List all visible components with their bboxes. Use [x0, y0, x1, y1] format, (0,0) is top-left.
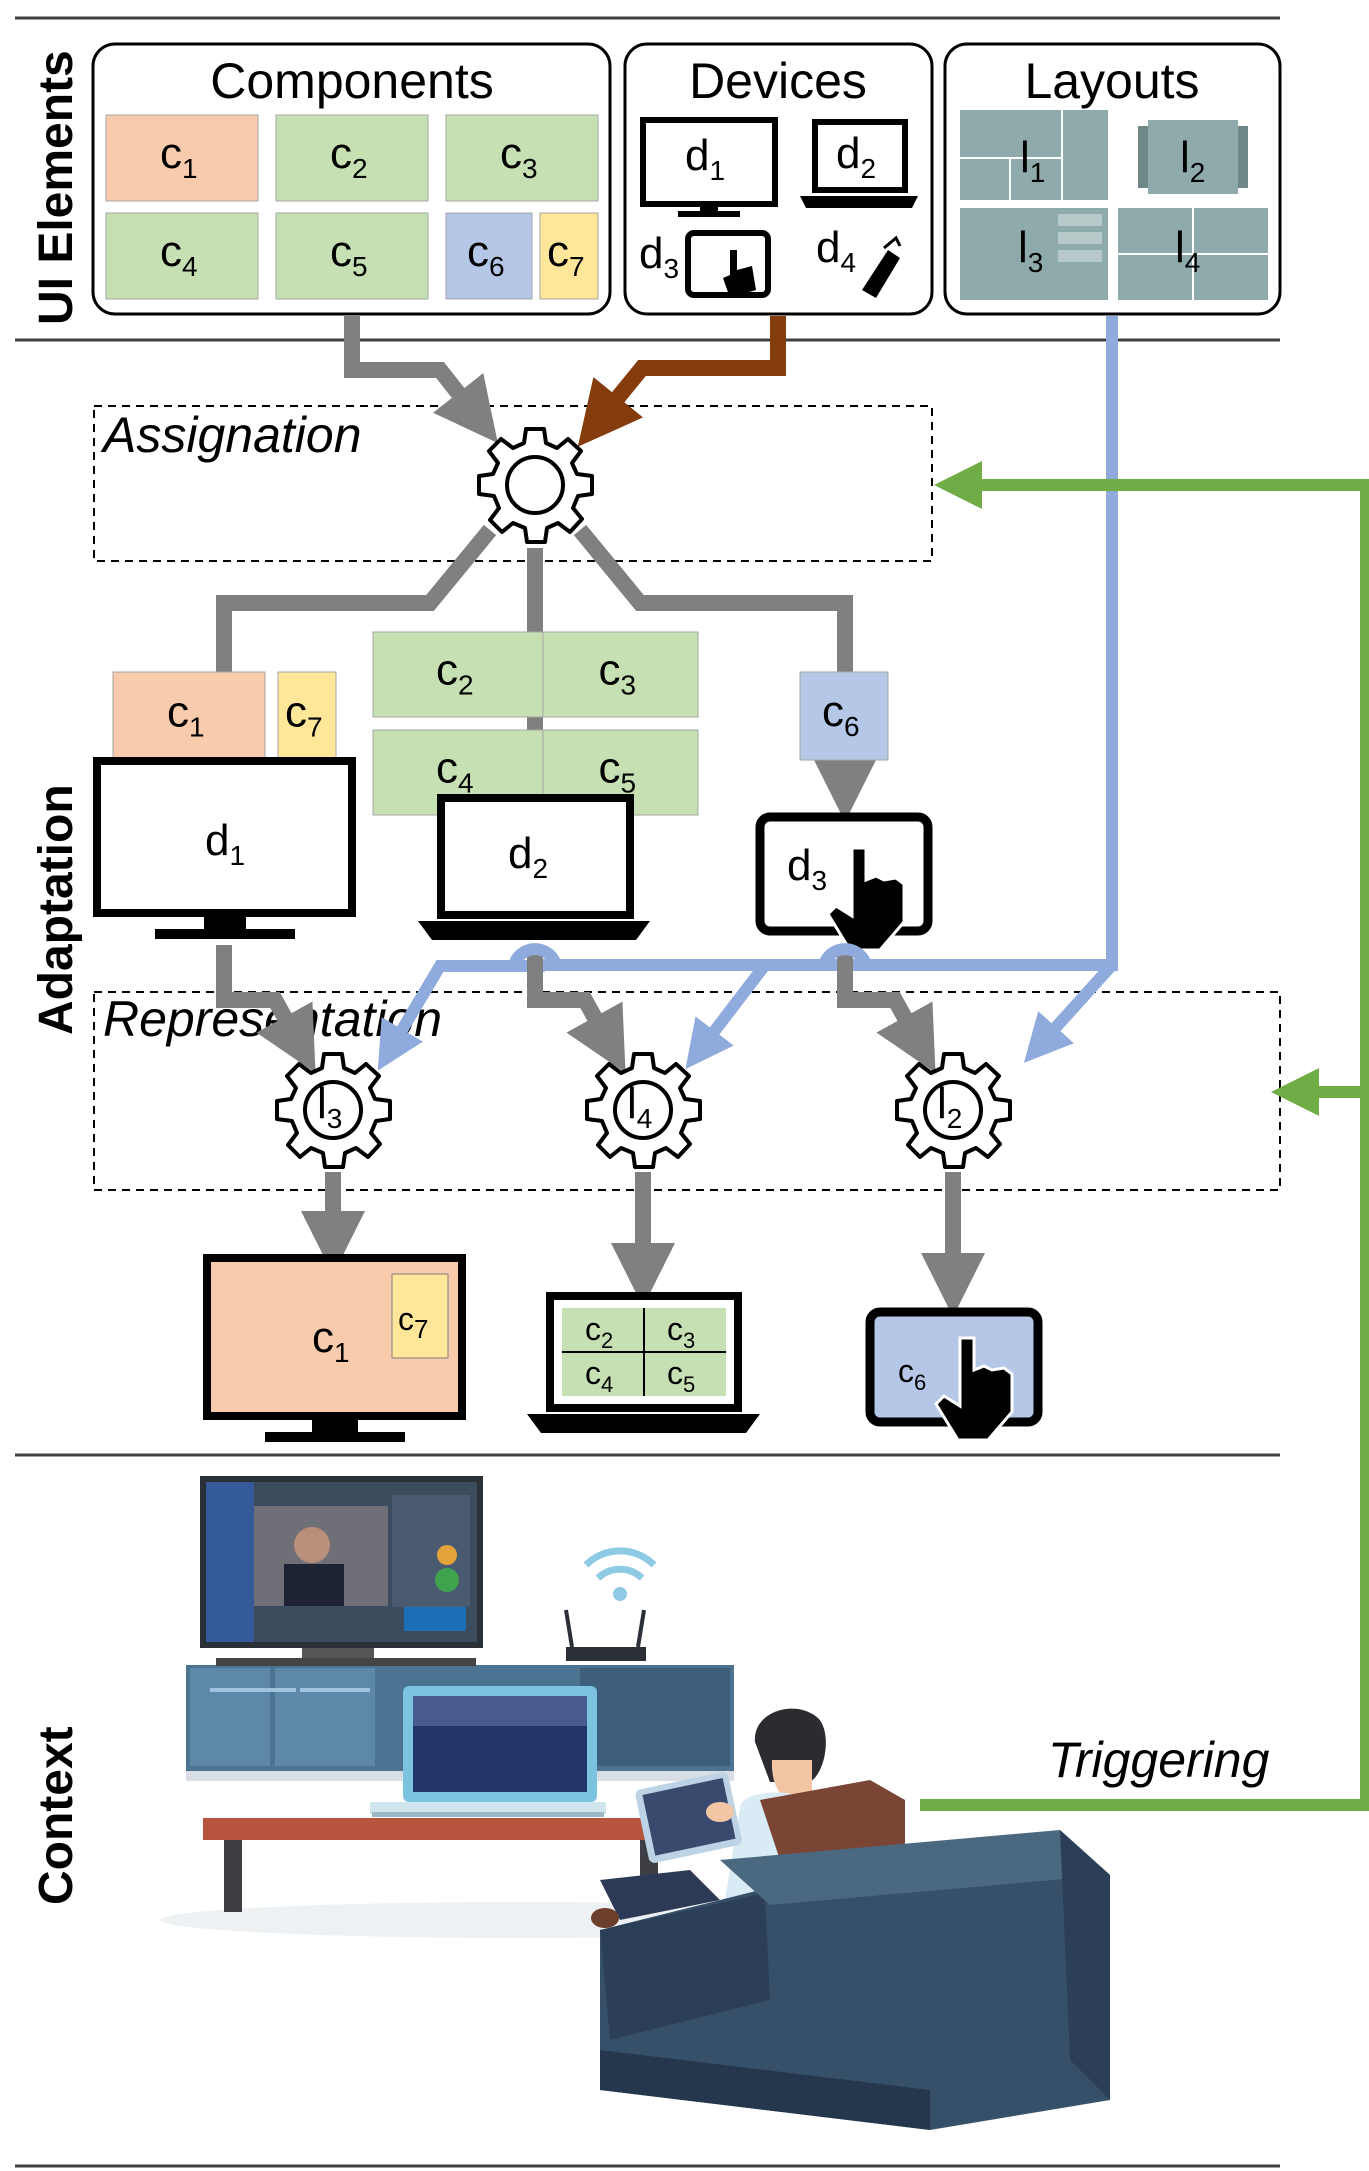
representation-gear-l3-icon: l3 [275, 1052, 392, 1169]
assigned-tile-c3 [542, 631, 699, 718]
device-label-d3: d3 [639, 229, 679, 284]
component-label-c1: c1 [160, 129, 198, 184]
representation-gear-l2-icon: l2 [895, 1052, 1012, 1169]
svg-text:c2: c2 [585, 1311, 613, 1353]
component-label-c7: c7 [547, 227, 585, 282]
device-label-d4: d4 [816, 223, 856, 278]
svg-text:c4: c4 [585, 1355, 613, 1397]
monitor-icon [640, 117, 778, 217]
component-label-c2: c2 [330, 129, 368, 184]
device-d1-label: d1 [205, 816, 245, 871]
component-label-c4: c4 [160, 227, 198, 282]
assigned-tile-c2 [372, 631, 544, 718]
devices-panel: Devices d1 d2 d3 d4 [623, 42, 934, 316]
triggering-arrow [920, 461, 1369, 1811]
section-dividers [15, 16, 1280, 2168]
component-tile-c3 [445, 114, 599, 202]
assigned-tile-c7 [277, 671, 337, 762]
component-label-c6: c6 [822, 687, 860, 742]
svg-text:c6: c6 [898, 1353, 926, 1395]
tv-icon [200, 1476, 483, 1666]
svg-text:l2: l2 [1180, 133, 1205, 188]
components-panel: Components c1 c2 c3 c4 c5 c6 c7 [91, 42, 612, 316]
assigned-tile-c1 [112, 671, 266, 762]
devices-to-assignation-arrow [577, 316, 786, 447]
svg-text:c3: c3 [667, 1311, 695, 1353]
component-label-c6: c6 [467, 227, 505, 282]
component-tile-c6 [445, 212, 533, 300]
svg-text:l2: l2 [937, 1079, 962, 1134]
living-room-illustration [160, 1476, 1110, 2130]
component-tile-c1 [105, 114, 259, 202]
device-label-d2: d2 [836, 129, 876, 184]
component-tiles: c1 c2 c3 c4 c5 c6 c7 [105, 114, 599, 300]
layout-tile-l4: l4 [1118, 208, 1268, 300]
layout-tile-l3: l3 [960, 208, 1108, 300]
device-d2-label: d2 [508, 829, 548, 884]
svg-text:c7: c7 [398, 1301, 428, 1344]
devices-title: Devices [689, 53, 867, 109]
output-laptop-icon: c2 c3 c4 c5 [527, 1292, 760, 1433]
output-monitor-icon: c7 c1 [203, 1254, 466, 1442]
line-hops [509, 943, 871, 965]
section-label-context: Context [30, 1726, 83, 1905]
layout-tile-l2: l2 [1138, 120, 1248, 194]
svg-text:l1: l1 [1020, 133, 1045, 188]
monitor-icon: d1 [93, 757, 356, 939]
component-label-c3: c3 [599, 646, 637, 701]
component-label-c5: c5 [330, 227, 368, 282]
representation-box [93, 991, 1281, 1191]
assigned-tile-c6 [799, 671, 889, 761]
svg-text:l3: l3 [317, 1079, 342, 1134]
svg-text:c5: c5 [667, 1355, 695, 1397]
laptop-icon [370, 1686, 606, 1817]
assignation-label: Assignation [100, 407, 362, 463]
output-tablet-icon: c6 [865, 1307, 1043, 1442]
phone-icon [862, 235, 902, 298]
layout-arrows [377, 316, 1118, 1071]
section-label-adaptation: Adaptation [30, 784, 83, 1035]
tablet-icon [685, 230, 771, 298]
component-tile-c7 [539, 212, 599, 300]
assignation-box [93, 405, 933, 562]
device-to-gear-arrows [216, 945, 936, 1073]
component-tile-c5 [275, 212, 429, 300]
component-label-c2: c2 [436, 646, 474, 701]
component-label-c1: c1 [167, 688, 205, 743]
laptop-icon [800, 119, 918, 208]
component-label-c3: c3 [500, 129, 538, 184]
component-label-c5: c5 [599, 744, 637, 799]
laptop-icon: d2 [418, 794, 650, 940]
layouts-panel: Layouts l1 l2 l3 l4 [943, 42, 1282, 316]
layout-tile-l1: l1 [960, 110, 1108, 200]
layouts-title: Layouts [1024, 53, 1199, 109]
svg-text:l4: l4 [1175, 223, 1200, 278]
svg-text:c1: c1 [312, 1313, 350, 1368]
triggering-label: Triggering [1048, 1732, 1270, 1788]
armchair-illustration [600, 1780, 1110, 2130]
components-title: Components [210, 53, 494, 109]
representation-gear-l4-icon: l4 [585, 1052, 702, 1169]
device-d3-label: d3 [787, 841, 827, 896]
svg-text:l4: l4 [627, 1079, 652, 1134]
section-label-ui-elements: UI Elements [30, 50, 83, 325]
device-label-d1: d1 [685, 131, 725, 186]
gear-to-output-arrows [301, 1172, 985, 1317]
component-tile-c4 [105, 212, 259, 300]
component-label-c4: c4 [436, 744, 474, 799]
assign-to-d1-arrow [192, 524, 497, 762]
svg-text:l3: l3 [1018, 223, 1043, 278]
component-tile-c2 [275, 114, 429, 202]
tablet-icon: d3 [755, 812, 933, 952]
component-label-c7: c7 [285, 688, 323, 743]
assignation-gear-icon [477, 427, 594, 544]
wifi-router-icon [564, 1547, 657, 1661]
components-to-assignation-arrow [344, 316, 498, 444]
